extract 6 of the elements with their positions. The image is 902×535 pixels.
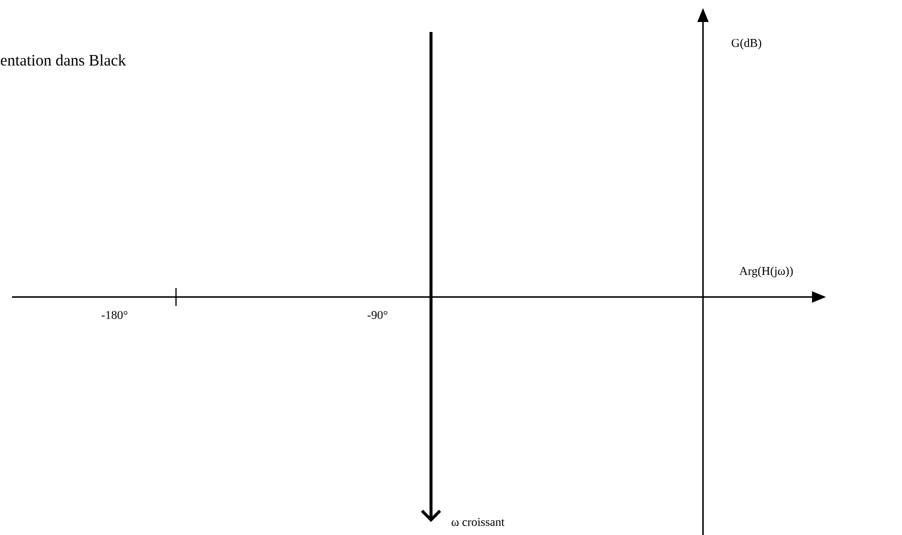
axis-label: G(dB) [732,38,762,50]
tick-label: -180° [102,310,128,320]
tick-label: -90° [368,310,388,320]
direction-label: ω croissant [452,518,504,526]
title-text: entation dans Black [0,54,126,66]
axis-label: Arg(H(jω)) [739,266,793,278]
